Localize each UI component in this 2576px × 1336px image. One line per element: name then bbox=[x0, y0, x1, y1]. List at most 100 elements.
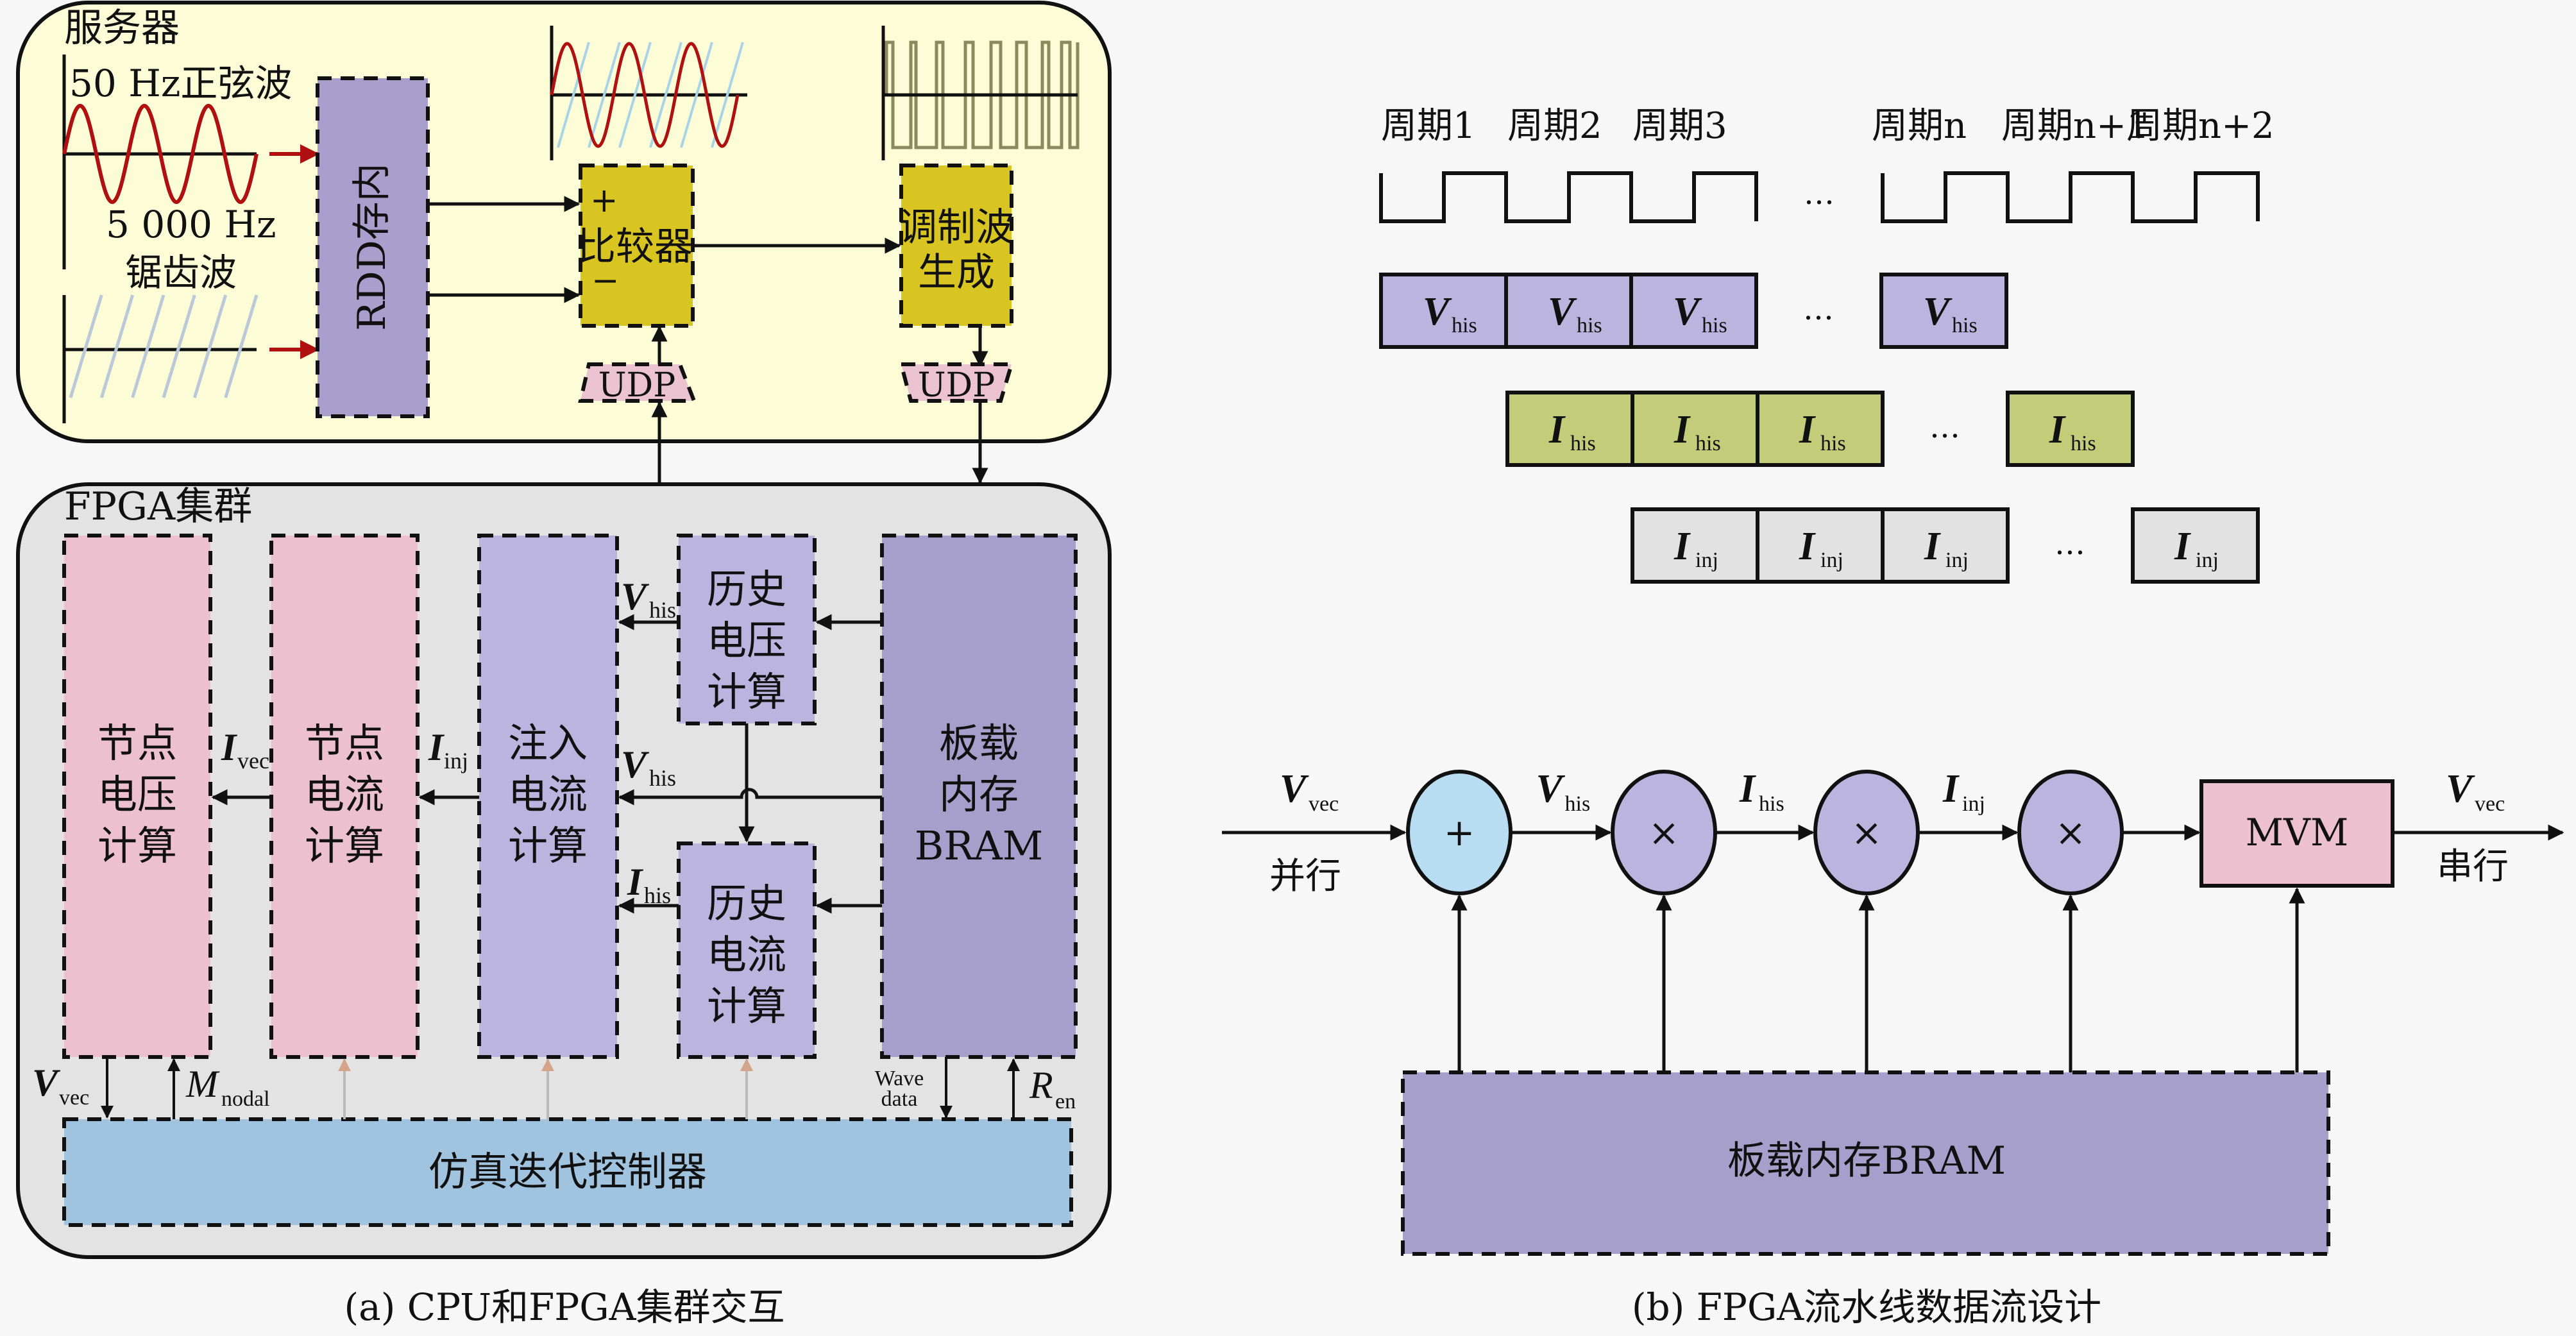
stage-cell-subscript: his bbox=[1820, 432, 1846, 455]
stage-cell-symbol: V bbox=[1673, 290, 1702, 334]
period-label: 周期1 bbox=[1381, 105, 1476, 147]
stage-cell-subscript: his bbox=[1577, 314, 1602, 337]
stage-cell-symbol: I bbox=[1674, 525, 1691, 568]
pipeline-input-label: V vec 并行 bbox=[1269, 767, 1341, 897]
inject-current-l2: 电流 bbox=[508, 771, 588, 818]
op-symbol: × bbox=[1648, 811, 1680, 854]
period-label: 周期2 bbox=[1507, 105, 1602, 147]
stage-cell-subscript: his bbox=[1570, 432, 1596, 455]
comparator-label: 比较器 bbox=[577, 224, 693, 269]
svg-text:V: V bbox=[621, 743, 650, 786]
caption-b: (b) FPGA流水线数据流设计 bbox=[1632, 1285, 2101, 1329]
node-current-l2: 电流 bbox=[305, 771, 384, 818]
stage-cell-subscript: inj bbox=[1695, 548, 1718, 572]
svg-text:I: I bbox=[627, 861, 644, 903]
node-current-l3: 计算 bbox=[305, 822, 384, 869]
mvm-block bbox=[2199, 779, 2394, 888]
stage-cell bbox=[1756, 507, 1885, 584]
node-current-l1: 节点 bbox=[305, 720, 384, 766]
op-symbol: + bbox=[1444, 811, 1475, 854]
stage-cell-symbol: I bbox=[1799, 408, 1816, 452]
period-label: 周期n+2 bbox=[2126, 105, 2275, 147]
stage-ellipsis: … bbox=[1803, 291, 1834, 327]
comparator-plus: + bbox=[590, 182, 618, 220]
sawtooth-wave-chart: 5 000 Hz 锯齿波 bbox=[62, 203, 319, 423]
between-label-symbol: I bbox=[1942, 767, 1960, 811]
sawtooth-curve bbox=[69, 294, 258, 398]
between-label-symbol: I bbox=[1739, 767, 1756, 811]
bram-l3: BRAM bbox=[915, 822, 1044, 869]
svg-text:I: I bbox=[428, 726, 445, 768]
svg-text:M: M bbox=[185, 1063, 220, 1105]
stage-cell bbox=[1756, 391, 1885, 467]
stage-cell bbox=[1379, 273, 1508, 349]
fpga-title: FPGA集群 bbox=[64, 484, 252, 529]
controller-label: 仿真迭代控制器 bbox=[428, 1148, 707, 1195]
bram-l2: 内存 bbox=[939, 771, 1019, 818]
hist-voltage-l3: 计算 bbox=[707, 668, 786, 715]
stage-cell-symbol: I bbox=[1674, 408, 1691, 452]
svg-text:vec: vec bbox=[2475, 792, 2505, 816]
label-v-vec-a: V vec bbox=[32, 1061, 89, 1110]
stage-cell-subscript: his bbox=[1452, 314, 1477, 337]
period-label: 周期n+1 bbox=[2001, 105, 2149, 147]
stage-cell bbox=[2131, 507, 2260, 584]
node-voltage-block bbox=[62, 534, 212, 1059]
node-current-block bbox=[269, 534, 419, 1059]
clock-waveform-right bbox=[1881, 171, 2260, 223]
svg-text:vec: vec bbox=[59, 1086, 89, 1110]
between-label-symbol: V bbox=[1536, 767, 1566, 811]
stage-cell-symbol: I bbox=[1924, 525, 1941, 568]
stage-cell bbox=[1879, 273, 2008, 349]
svg-text:en: en bbox=[1055, 1090, 1076, 1113]
modgen-line1: 调制波 bbox=[899, 205, 1014, 250]
comparator-minus: − bbox=[591, 262, 620, 300]
hist-current-l2: 电流 bbox=[707, 931, 786, 978]
svg-text:V: V bbox=[2446, 767, 2475, 811]
bram-pipeline-label: 板载内存BRAM bbox=[1727, 1138, 2006, 1183]
bram-block bbox=[880, 534, 1078, 1059]
stage-cell-subscript: his bbox=[1695, 432, 1721, 455]
label-v-his-2: V his bbox=[621, 743, 676, 791]
sine-wave-chart: 50 Hz正弦波 bbox=[62, 55, 319, 269]
stage-cell-subscript: inj bbox=[2196, 548, 2219, 572]
period-label: 周期n bbox=[1872, 105, 1967, 147]
sine-label: 50 Hz正弦波 bbox=[69, 62, 292, 105]
label-i-inj: I inj bbox=[428, 726, 468, 774]
stage-cell-symbol: I bbox=[1548, 408, 1566, 452]
hist-current-l3: 计算 bbox=[707, 983, 786, 1029]
stage-ellipsis: … bbox=[1929, 409, 1960, 445]
stage-cell-subscript: inj bbox=[1820, 548, 1843, 572]
node-voltage-l2: 电压 bbox=[97, 771, 177, 818]
simulation-iteration-controller bbox=[62, 1117, 1073, 1227]
caption-a: (a) CPU和FPGA集群交互 bbox=[344, 1285, 784, 1329]
saw-label-line2: 锯齿波 bbox=[125, 251, 237, 294]
label-r-en: R en bbox=[1029, 1064, 1076, 1113]
svg-text:I: I bbox=[221, 726, 238, 768]
server-panel: 服务器 50 Hz正弦波 5 000 Hz 锯齿波 RDD存内 bbox=[16, 1, 1112, 443]
pwm-wave-chart bbox=[881, 26, 1080, 160]
svg-text:his: his bbox=[649, 597, 676, 623]
stage-ellipsis: … bbox=[2055, 526, 2085, 562]
stage-cell-subscript: his bbox=[2071, 432, 2096, 455]
mvm-label: MVM bbox=[2246, 811, 2349, 854]
saw-label-line1: 5 000 Hz bbox=[106, 203, 276, 246]
bram-l1: 板载 bbox=[939, 720, 1019, 766]
hist-current-l1: 历史 bbox=[707, 880, 786, 927]
svg-text:his: his bbox=[649, 765, 676, 791]
between-label-subscript: his bbox=[1759, 792, 1784, 816]
stage-cell bbox=[1629, 273, 1758, 349]
stage-cell-symbol: V bbox=[1548, 290, 1577, 334]
hist-voltage-l1: 历史 bbox=[707, 566, 786, 613]
stage-cell-symbol: V bbox=[1423, 290, 1452, 334]
node-voltage-l1: 节点 bbox=[97, 720, 177, 766]
